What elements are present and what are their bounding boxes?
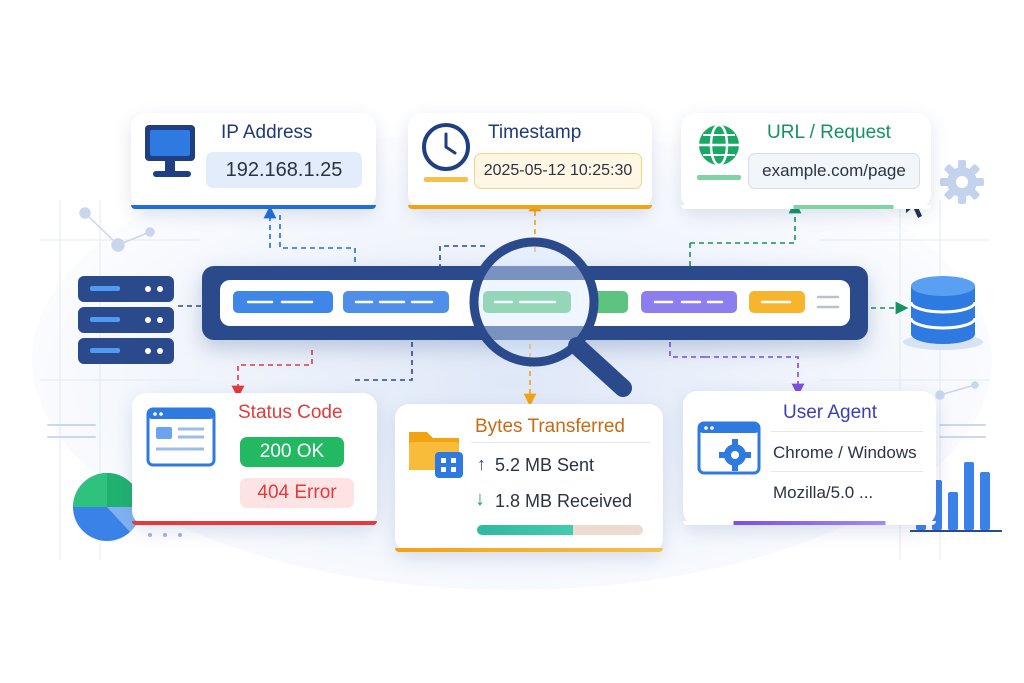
database-icon [903,276,983,350]
network-graph-decor [79,207,155,252]
bytes-transferred-card: Bytes Transferred ↑ 5.2 MB Sent ↓ 1.8 MB… [395,404,663,552]
browser-gear-icon [697,421,761,475]
connector-agent-up [663,323,705,358]
url-request-card: URL / Request example.com/page [681,113,931,209]
url-value-box[interactable]: example.com/page [748,153,920,189]
gear-icon [940,160,984,204]
user-agent-card: User Agent Chrome / Windows Mozilla/5.0 … [683,391,936,525]
connector-agent-down [705,356,805,397]
connector-status [231,350,313,399]
globe-icon [697,123,741,180]
download-arrow-icon: ↓ [475,488,485,510]
bytes-sent-value: 5.2 MB Sent [495,455,595,475]
log-field-bytes[interactable] [592,291,628,313]
timestamp-title: Timestamp [488,122,582,143]
status-code-card: Status Code 200 OK 404 Error [132,393,377,525]
upload-arrow-icon: ↑ [477,454,486,474]
bytes-title: Bytes Transferred [475,416,625,437]
status-ok-label: 200 OK [259,441,325,462]
timestamp-value: 2025-05-12 10:25:30 [483,162,633,179]
url-request-title: URL / Request [767,122,891,143]
status-error-badge: 404 Error [240,478,354,508]
ip-address-card: IP Address 192.168.1.25 [131,113,376,209]
bytes-progress-bar [477,525,643,535]
connector-url-up [690,200,802,244]
url-value: example.com/page [762,161,906,180]
connector-ts-left [433,245,485,289]
monitor-icon [145,125,195,177]
connector-status-up [355,323,419,381]
ip-address-value-box: 192.168.1.25 [206,152,362,188]
ip-address-value: 192.168.1.25 [225,158,343,181]
status-code-title: Status Code [238,402,343,423]
bytes-received-value: 1.8 MB Received [495,491,633,511]
server-icon [78,276,174,364]
user-agent-line2: Mozilla/5.0 ... [773,483,874,502]
status-ok-badge: 200 OK [240,437,344,467]
magnifier-icon [469,237,632,397]
browser-window-icon [146,407,216,467]
pie-chart-icon [73,473,141,541]
status-error-label: 404 Error [257,482,337,503]
timestamp-value-box: 2025-05-12 10:25:30 [474,153,642,189]
clock-icon [422,123,470,182]
timestamp-card: Timestamp 2025-05-12 10:25:30 [408,113,652,209]
user-agent-title: User Agent [783,402,877,423]
ip-address-title: IP Address [221,122,313,143]
user-agent-line1: Chrome / Windows [773,443,917,462]
folder-icon [409,432,463,478]
